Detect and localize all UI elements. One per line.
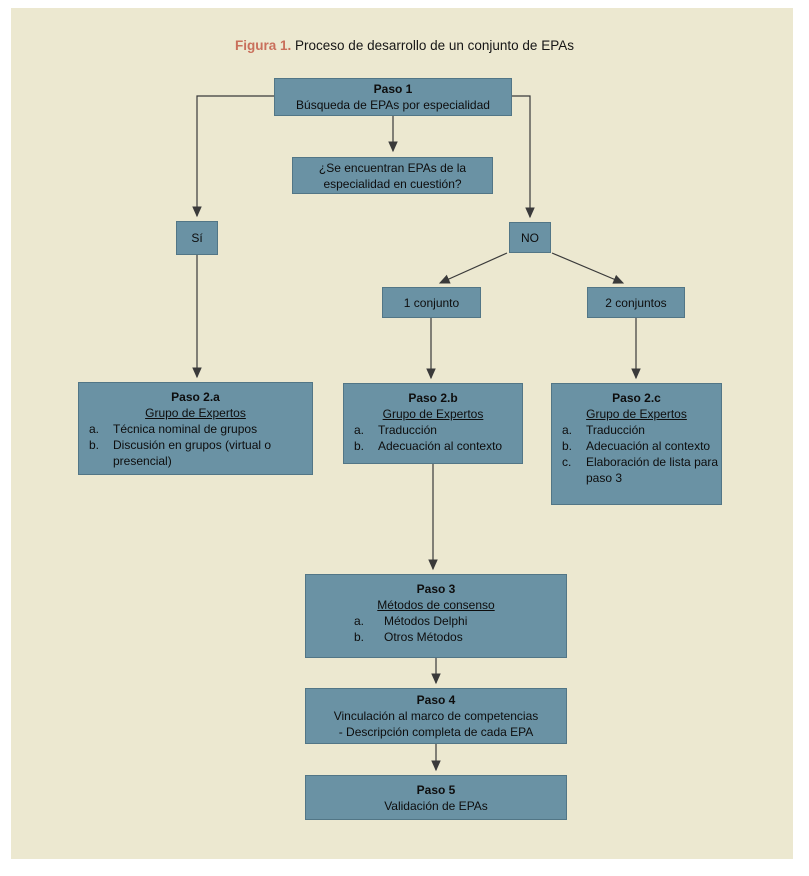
list-item: b. Discusión en grupos (virtual o presen… [89, 437, 312, 469]
list-item-text: Otros Métodos [384, 630, 463, 644]
list-item-marker: a. [562, 423, 573, 437]
node-si-label: Sí [191, 231, 203, 245]
list-item-text: Traducción [586, 423, 645, 437]
list-item: a. Técnica nominal de grupos [89, 421, 312, 437]
list-item-text: Discusión en grupos (virtual o presencia… [113, 438, 272, 468]
node-question-line-1: ¿Se encuentran EPAs de la [318, 160, 467, 175]
node-paso-2b-title: Paso 2.b [408, 391, 458, 405]
node-question: ¿Se encuentran EPAs de la especialidad e… [292, 157, 493, 194]
list-item-marker: b. [89, 438, 100, 452]
node-paso-2c: Paso 2.c Grupo de Expertos a. Traducción… [551, 383, 722, 505]
node-1-conjunto: 1 conjunto [382, 287, 481, 318]
node-paso-1-title: Paso 1 [373, 82, 413, 96]
node-si: Sí [176, 221, 218, 255]
node-paso-4-line-1: Vinculación al marco de competencias [333, 709, 539, 723]
node-paso-2a-subtitle: Grupo de Expertos [145, 406, 246, 420]
node-paso-2a-title: Paso 2.a [171, 390, 220, 404]
list-item-marker: c. [562, 455, 572, 469]
node-paso-2b-subtitle: Grupo de Expertos [382, 407, 484, 421]
list-item-text: Métodos Delphi [384, 614, 468, 628]
node-no: NO [509, 222, 551, 253]
list-item-marker: a. [89, 422, 100, 436]
node-paso-2c-subtitle: Grupo de Expertos [586, 407, 687, 421]
node-paso-2c-title: Paso 2.c [612, 391, 661, 405]
node-paso-4-title: Paso 4 [416, 693, 456, 707]
list-item: b. Adecuación al contexto [562, 438, 721, 454]
list-item-marker: b. [354, 630, 365, 644]
node-paso-5-title: Paso 5 [416, 782, 456, 797]
node-paso-4-line-2: - Descripción completa de cada EPA [338, 725, 534, 739]
node-paso-2b: Paso 2.b Grupo de Expertos a. Traducción… [343, 383, 523, 464]
list-item-marker: a. [354, 423, 365, 437]
node-paso-5-line: Validación de EPAs [384, 798, 488, 813]
list-item: c. Elaboración de lista para paso 3 [562, 454, 721, 486]
figure-title: Figura 1. Proceso de desarrollo de un co… [0, 37, 809, 55]
node-paso-1: Paso 1 Búsqueda de EPAs por especialidad [274, 78, 512, 116]
list-item: b. Adecuación al contexto [354, 438, 522, 454]
node-paso-3-title: Paso 3 [416, 582, 456, 596]
node-2-conjuntos-label: 2 conjuntos [605, 295, 667, 310]
list-item-text: Técnica nominal de grupos [113, 422, 258, 436]
list-item-text: Traducción [378, 423, 437, 437]
node-paso-1-line: Búsqueda de EPAs por especialidad [296, 98, 490, 112]
node-no-label: NO [521, 230, 539, 245]
list-item-text: Elaboración de lista para paso 3 [586, 455, 719, 485]
list-item-text: Adecuación al contexto [586, 439, 711, 453]
node-paso-3-subtitle: Métodos de consenso [377, 598, 495, 612]
node-paso-2a: Paso 2.a Grupo de Expertos a. Técnica no… [78, 382, 313, 475]
list-item-marker: a. [354, 614, 365, 628]
node-question-line-2: especialidad en cuestión? [323, 176, 462, 191]
node-paso-4: Paso 4 Vinculación al marco de competenc… [305, 688, 567, 744]
list-item: b. Otros Métodos [354, 629, 566, 645]
list-item: a. Traducción [354, 422, 522, 438]
figure-caption: Proceso de desarrollo de un conjunto de … [291, 38, 574, 53]
list-item-marker: b. [562, 439, 573, 453]
figure-label: Figura 1. [235, 38, 292, 53]
node-paso-5: Paso 5 Validación de EPAs [305, 775, 567, 820]
list-item: a. Métodos Delphi [354, 613, 566, 629]
list-item: a. Traducción [562, 422, 721, 438]
node-1-conjunto-label: 1 conjunto [403, 295, 460, 310]
node-2-conjuntos: 2 conjuntos [587, 287, 685, 318]
node-paso-3: Paso 3 Métodos de consenso a. Métodos De… [305, 574, 567, 658]
list-item-text: Adecuación al contexto [378, 439, 503, 453]
list-item-marker: b. [354, 439, 365, 453]
